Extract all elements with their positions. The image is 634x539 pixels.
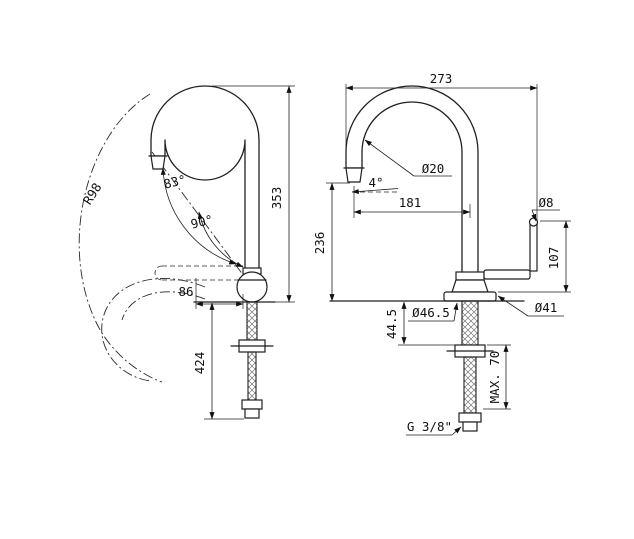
dia-41-label: Ø41 <box>535 300 558 315</box>
dim-86-label: 86 <box>178 284 193 299</box>
base-flange <box>443 291 497 302</box>
lowered-spout-end <box>154 265 163 281</box>
angle-4-slope-line <box>351 188 399 194</box>
dia-46-5-label: Ø46.5 <box>412 305 450 320</box>
dia-8-label: Ø8 <box>538 195 553 210</box>
swung-spout-outer <box>101 278 206 382</box>
dim-236-label: 236 <box>312 232 327 255</box>
flex-hose <box>463 356 477 414</box>
hose-fitting-lower <box>462 421 478 432</box>
body-cone <box>451 279 489 293</box>
aerator <box>150 155 166 170</box>
dim-353-label: 353 <box>269 187 284 210</box>
dia-20-label: Ø20 <box>422 161 445 176</box>
hose-fitting-lower <box>244 408 260 419</box>
ball-joint <box>236 271 268 303</box>
angle-83-label: 83° <box>162 172 188 192</box>
dia-20-leader <box>364 139 415 177</box>
spout-outline-inner <box>361 101 463 273</box>
dia-8-leader <box>531 209 537 222</box>
dia-46-5-leader <box>453 302 459 322</box>
thread-label: G 3/8" <box>407 419 452 434</box>
right-view: 273 Ø20 4° 181 236 Ø8 107 Ø41 Ø46.5 44.5… <box>312 71 571 436</box>
dim-273-label: 273 <box>430 71 453 86</box>
angle-arc-90 <box>197 211 244 268</box>
aerator <box>345 167 363 183</box>
handle-arm <box>483 269 531 280</box>
thread-leader <box>451 426 462 436</box>
handle-lever-rod <box>529 223 538 272</box>
spout-outline-outer <box>150 85 260 273</box>
dim-181-label: 181 <box>399 195 422 210</box>
dim-424-label: 424 <box>192 352 207 375</box>
swung-spout-inner <box>121 291 206 321</box>
angle-90-label: 90° <box>189 212 215 232</box>
body-collar <box>455 271 485 281</box>
handle-lever-cap <box>528 217 539 227</box>
hose-fitting-upper <box>241 399 263 410</box>
shank-upper <box>246 301 258 341</box>
spout-outline-inner <box>164 139 246 273</box>
hose-fitting-upper <box>458 412 482 423</box>
threaded-shank <box>461 300 479 346</box>
spout-outline-outer <box>345 85 479 273</box>
dim-max70-label: MAX. 70 <box>487 351 502 404</box>
swivel-envelope-arc <box>78 93 163 383</box>
dim-44-5-label: 44.5 <box>384 309 399 339</box>
dim-107-label: 107 <box>546 247 561 270</box>
left-view: R98 83° 90° 86 353 424 <box>78 85 295 420</box>
dia-41-leader <box>497 295 529 317</box>
angle-4-label: 4° <box>368 175 383 190</box>
